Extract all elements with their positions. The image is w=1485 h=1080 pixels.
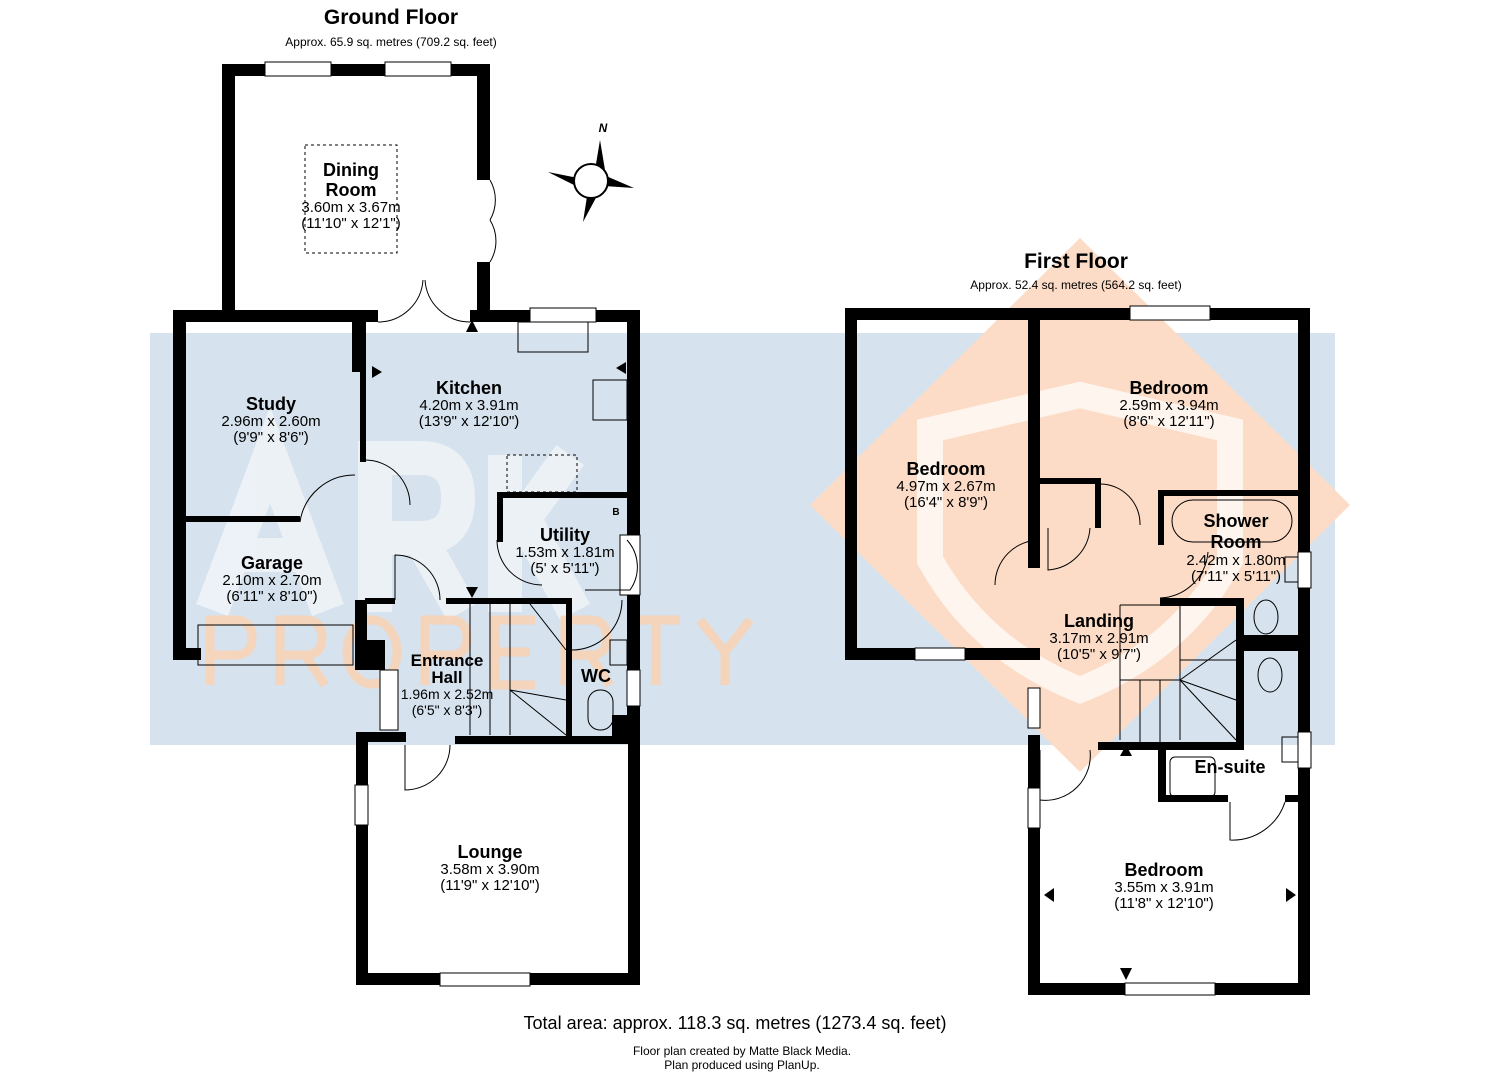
room-wc: WC	[581, 666, 611, 686]
room-lounge: Lounge 3.58m x 3.90m (11'9" x 12'10")	[440, 842, 540, 894]
room-imperial: (6'11" x 8'10")	[226, 588, 318, 605]
room-bedroom-1: Bedroom 4.97m x 2.67m (16'4" x 8'9")	[896, 459, 995, 511]
room-imperial: (11'9" x 12'10")	[440, 877, 540, 894]
room-landing: Landing 3.17m x 2.91m (10'5" x 9'7")	[1049, 611, 1148, 663]
room-name: Garage	[240, 553, 304, 573]
room-garage: Garage 2.10m x 2.70m (6'11" x 8'10")	[222, 553, 321, 605]
room-metric: 2.96m x 2.60m	[221, 413, 321, 430]
watermark-ark-letters	[196, 406, 590, 621]
room-name: Dining Room	[323, 160, 379, 200]
room-imperial: (9'9" x 8'6")	[233, 429, 309, 446]
room-imperial: (11'8" x 12'10")	[1114, 895, 1214, 912]
room-study: Study 2.96m x 2.60m (9'9" x 8'6")	[221, 394, 320, 446]
room-name: Bedroom	[1124, 860, 1204, 880]
room-en-suite: En-suite	[1194, 757, 1266, 777]
room-name: Bedroom	[906, 459, 986, 479]
room-imperial: (8'6" x 12'11")	[1123, 413, 1215, 430]
total-area: Total area: approx. 118.3 sq. metres (12…	[523, 1013, 947, 1033]
room-metric: 2.59m x 3.94m	[1119, 397, 1219, 414]
room-metric: 1.53m x 1.81m	[515, 544, 615, 561]
room-imperial: (7'11" x 5'11")	[1190, 568, 1282, 585]
room-name: Bedroom	[1129, 378, 1209, 398]
first-floor-area: Approx. 52.4 sq. metres (564.2 sq. feet)	[970, 278, 1182, 292]
room-bedroom-2: Bedroom 2.59m x 3.94m (8'6" x 12'11")	[1119, 378, 1218, 430]
room-metric: 3.60m x 3.67m	[301, 199, 401, 216]
room-dining-room: Dining Room 3.60m x 3.67m (11'10" x 12'1…	[301, 160, 401, 232]
first-floor-title: First Floor	[1024, 250, 1128, 273]
room-entrance-hall: Entrance Hall 1.96m x 2.52m (6'5" x 8'3"…	[401, 652, 494, 718]
watermark-property-letters	[205, 615, 754, 690]
first-floor-windows	[914, 305, 1312, 996]
credit-line-2: Plan produced using PlanUp.	[664, 1058, 820, 1072]
room-metric: 2.10m x 2.70m	[222, 572, 322, 589]
room-name: Kitchen	[435, 378, 503, 398]
room-utility: Utility 1.53m x 1.81m (5' x 5'11")	[515, 525, 614, 577]
room-kitchen: Kitchen 4.20m x 3.91m (13'9" x 12'10")	[419, 378, 520, 430]
room-imperial: (13'9" x 12'10")	[418, 413, 520, 430]
room-imperial: (16'4" x 8'9")	[904, 494, 988, 511]
room-name: Study	[245, 394, 296, 414]
room-imperial: (6'5" x 8'3")	[411, 702, 483, 718]
room-imperial: (10'5" x 9'7")	[1057, 646, 1141, 663]
first-floor-fixtures	[994, 483, 1299, 841]
room-name: Landing	[1064, 611, 1134, 631]
room-name: Entrance Hall	[410, 651, 484, 687]
room-metric: 2.42m x 1.80m	[1186, 552, 1286, 569]
room-name: Shower Room	[1203, 511, 1269, 552]
room-metric: 3.17m x 2.91m	[1049, 630, 1149, 647]
ground-floor-area: Approx. 65.9 sq. metres (709.2 sq. feet)	[285, 35, 497, 49]
compass-north-label: N	[598, 121, 608, 135]
ground-floor-title: Ground Floor	[323, 6, 459, 29]
boiler-label: B	[612, 507, 620, 518]
watermark	[150, 238, 1350, 772]
room-shower-room: Shower Room 2.42m x 1.80m (7'11" x 5'11"…	[1186, 511, 1285, 585]
room-bedroom-3: Bedroom 3.55m x 3.91m (11'8" x 12'10")	[1114, 860, 1214, 912]
room-name: Lounge	[457, 842, 523, 862]
room-metric: 4.20m x 3.91m	[419, 397, 519, 414]
room-imperial: (5' x 5'11")	[530, 560, 600, 577]
room-name: Utility	[539, 525, 590, 545]
room-metric: 3.55m x 3.91m	[1114, 879, 1214, 896]
ground-floor-fixtures	[299, 144, 638, 791]
compass-icon	[548, 140, 634, 222]
room-imperial: (11'10" x 12'1")	[301, 215, 401, 232]
room-metric: 4.97m x 2.67m	[896, 478, 996, 495]
room-metric: 3.58m x 3.90m	[440, 861, 540, 878]
credit-line-1: Floor plan created by Matte Black Media.	[632, 1044, 852, 1058]
room-metric: 1.96m x 2.52m	[400, 686, 494, 702]
